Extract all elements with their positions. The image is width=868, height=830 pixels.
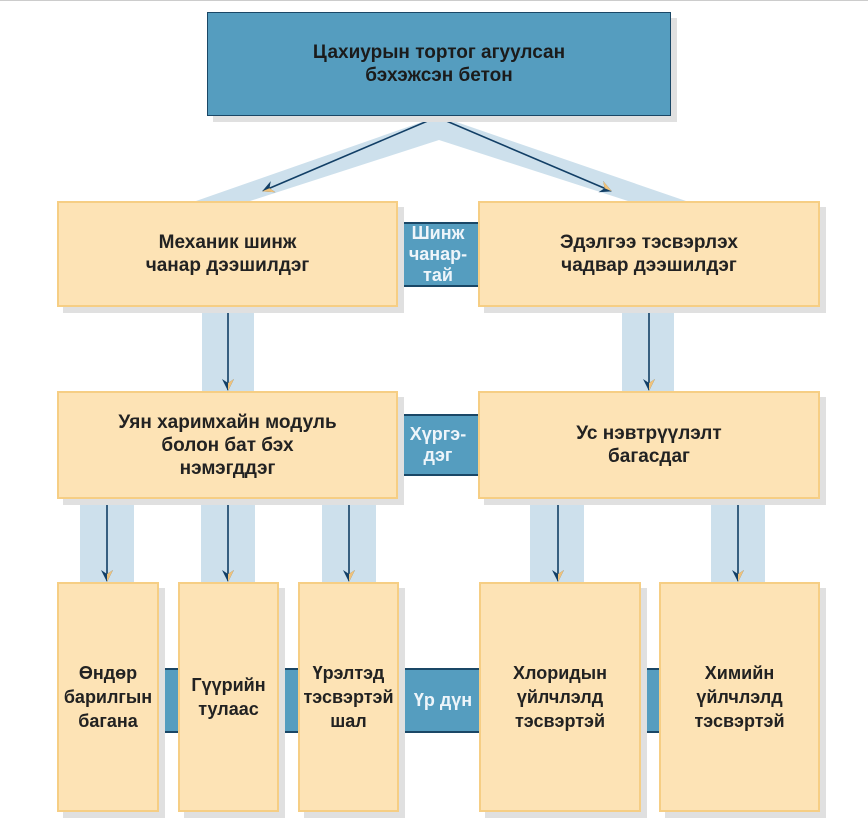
arrow-root-to-mechanical bbox=[262, 116, 438, 193]
connector-leads-to-label: Хүргэ- дэг bbox=[409, 424, 467, 465]
root-node-label: Цахиурын тортог агуулсан бэхэжсэн бетон bbox=[312, 42, 566, 86]
flow-band-right-1 bbox=[622, 307, 674, 391]
node-chemical-resistant: Химийн үйлчлэлд тэсвэртэй bbox=[659, 582, 820, 812]
node-modulus-strength-label: Уян харимхайн модуль болон бат бэх нэмэг… bbox=[118, 411, 337, 479]
node-chemical-resistant-label: Химийн үйлчлэлд тэсвэртэй bbox=[694, 663, 785, 731]
node-bridge-piers: Гүүрийн тулаас bbox=[178, 582, 279, 812]
arrow-root-to-durability bbox=[436, 116, 612, 193]
node-bridge-piers-label: Гүүрийн тулаас bbox=[191, 675, 266, 719]
node-abrasion-floor: Үрэлтэд тэсвэртэй шал bbox=[298, 582, 399, 812]
node-chloride-resistant-label: Хлоридын үйлчлэлд тэсвэртэй bbox=[513, 663, 607, 731]
flow-band-l3-4 bbox=[530, 499, 584, 582]
node-permeability: Ус нэвтрүүлэлт багасдаг bbox=[478, 391, 820, 499]
root-node: Цахиурын тортог агуулсан бэхэжсэн бетон bbox=[207, 12, 671, 116]
node-abrasion-floor-label: Үрэлтэд тэсвэртэй шал bbox=[303, 663, 394, 731]
node-modulus-strength: Уян харимхайн модуль болон бат бэх нэмэг… bbox=[57, 391, 398, 499]
connector-properties-label: Шинж чанар- тай bbox=[408, 223, 468, 285]
top-border-line bbox=[0, 0, 868, 1]
node-permeability-label: Ус нэвтрүүлэлт багасдаг bbox=[576, 423, 722, 467]
node-mechanical-properties: Механик шинж чанар дээшилдэг bbox=[57, 201, 398, 307]
node-high-rise-columns: Өндөр барилгын багана bbox=[57, 582, 159, 812]
connector-leads-to: Хүргэ- дэг bbox=[396, 414, 480, 476]
node-durability-label: Эдэлгээ тэсвэрлэх чадвар дээшилдэг bbox=[560, 232, 738, 276]
node-mechanical-properties-label: Механик шинж чанар дээшилдэг bbox=[145, 232, 310, 276]
flow-band-root-right bbox=[439, 116, 686, 201]
connector-properties: Шинж чанар- тай bbox=[396, 222, 480, 287]
node-high-rise-columns-label: Өндөр барилгын багана bbox=[63, 663, 153, 731]
flow-band-root-left bbox=[196, 116, 439, 201]
connector-result-label: Үр дүн bbox=[413, 690, 473, 710]
node-durability: Эдэлгээ тэсвэрлэх чадвар дээшилдэг bbox=[478, 201, 820, 307]
node-chloride-resistant: Хлоридын үйлчлэлд тэсвэртэй bbox=[479, 582, 641, 812]
